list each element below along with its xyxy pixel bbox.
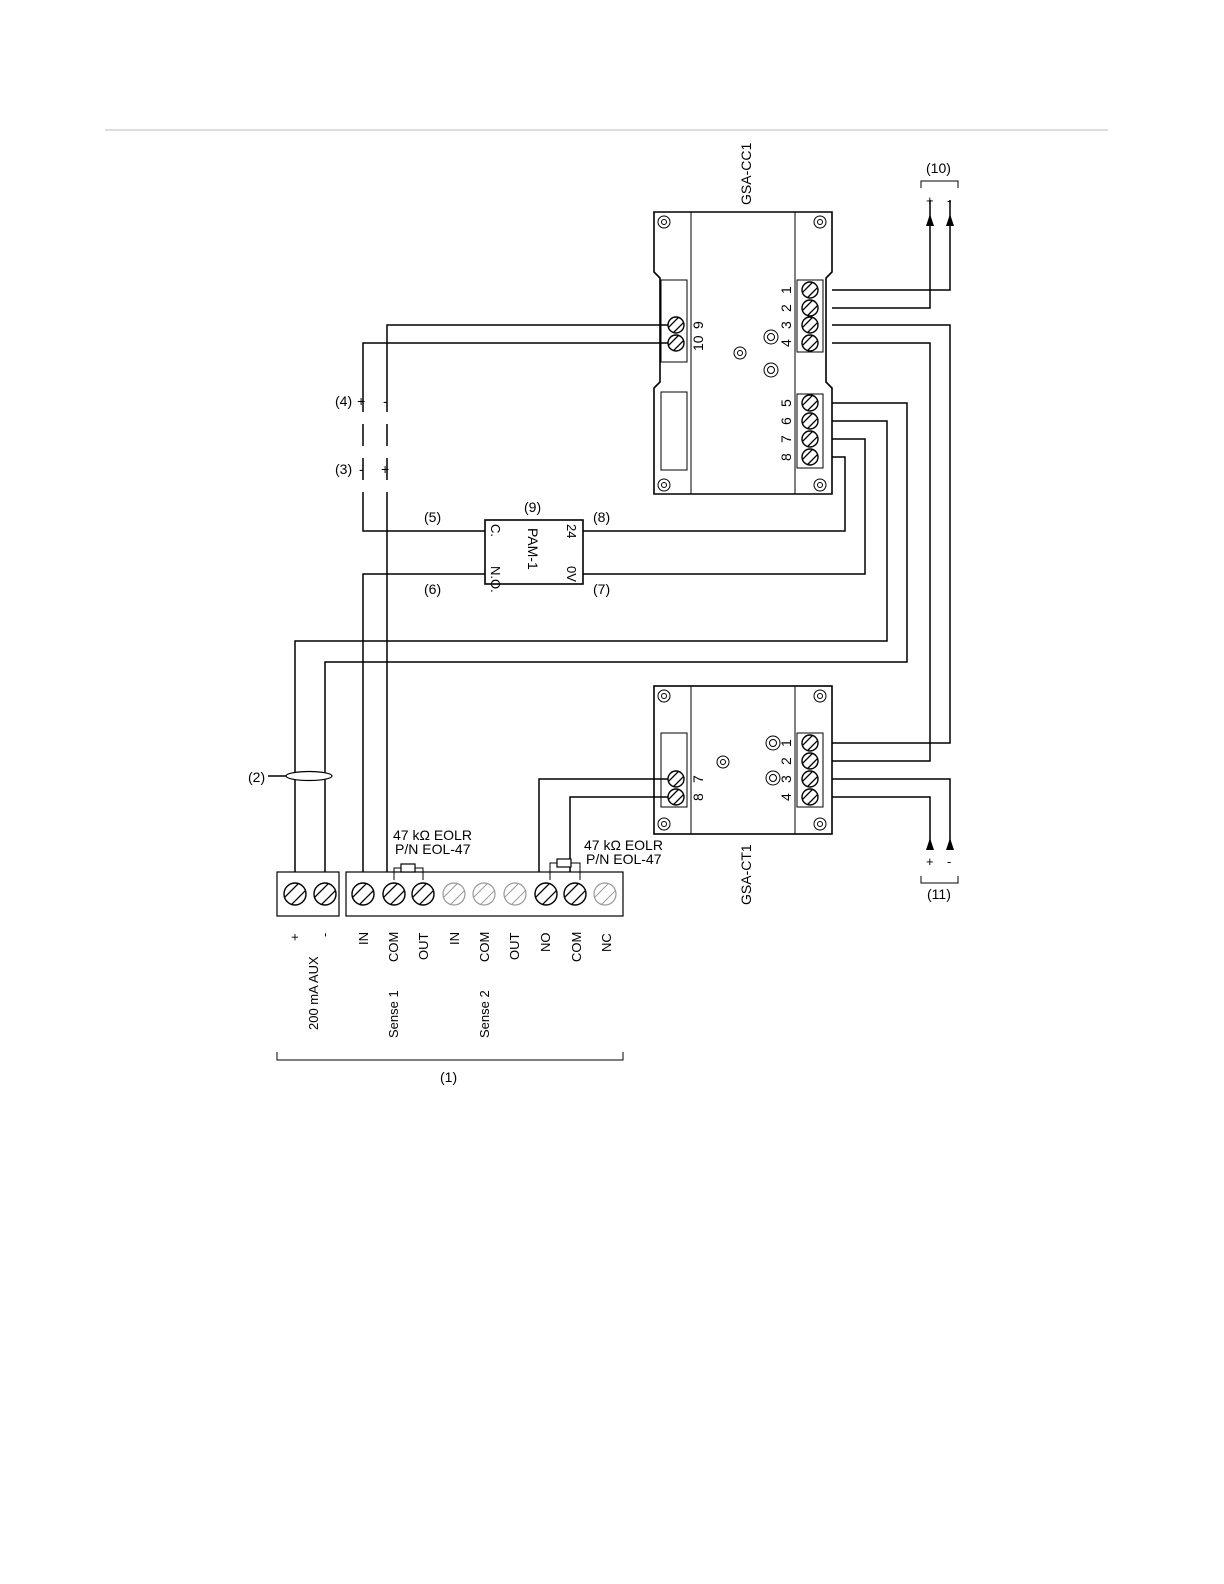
bracket-1 [277,1052,623,1060]
cc1-terminal-4: 4 [778,339,794,347]
cc1-terminal-6: 6 [778,417,794,425]
bracket-10 [921,181,958,188]
cc1-terminal-7: 7 [778,435,794,443]
callout-2: (2) [248,769,265,785]
relay-no-label: NO [538,933,553,953]
ct1-terminal-2: 2 [778,757,794,765]
pam-1-c-label: C. [488,524,503,537]
callout-8: (8) [593,509,610,525]
sense1-out-label: OUT [416,933,431,961]
eolr-2-line2: P/N EOL-47 [586,851,662,867]
gsa-ct1-label: GSA-CT1 [738,844,754,905]
sense2-out-label: OUT [507,933,522,961]
cc1-terminal-10: 10 [690,335,706,351]
callout-10: (10) [926,160,951,176]
minus-4: - [383,393,388,409]
gsa-cc1-label: GSA-CC1 [738,143,754,205]
callout-3: (3) [335,461,352,477]
wires [295,200,950,880]
sense2-label: Sense 2 [477,990,492,1038]
cc1-terminal-3: 3 [778,321,794,329]
plus-10: + [926,193,934,208]
relay-com-label: COM [569,932,584,962]
callout-1: (1) [440,1069,457,1085]
ct1-terminal-1: 1 [778,739,794,747]
relay-nc-label: NC [599,933,614,952]
aux-minus-label: - [317,933,332,937]
callout-7: (7) [593,581,610,597]
sense1-label: Sense 1 [386,990,401,1038]
eolr-1-line2: P/N EOL-47 [395,841,471,857]
aux-plus-label: + [287,933,302,941]
sense1-com-label: COM [386,932,401,962]
cc1-terminal-9: 9 [690,321,706,329]
plus-4: + [357,393,365,409]
ct1-terminal-3: 3 [778,775,794,783]
callout-11: (11) [927,886,951,902]
minus-3: - [359,461,364,477]
ct1-terminal-7: 7 [690,775,706,783]
cc1-terminal-1: 1 [778,286,794,294]
callout-4: (4) [335,393,352,409]
pam-1-0v-label: 0V [564,566,579,582]
wire-breaks [356,412,394,492]
callout-6: (6) [424,581,441,597]
cc1-terminal-8: 8 [778,453,794,461]
ct1-terminal-4: 4 [778,793,794,801]
minus-10: - [947,193,951,208]
aux-label: 200 mA AUX [306,956,321,1030]
pam-1-name: PAM-1 [525,528,541,570]
sense2-com-label: COM [477,932,492,962]
plus-3: + [381,461,389,477]
minus-11: - [947,854,951,869]
plus-11: + [926,854,934,869]
callout-5: (5) [424,509,441,525]
callout-9: (9) [524,499,541,515]
sense2-in-label: IN [447,932,462,945]
bracket-11 [921,876,958,883]
sense1-in-label: IN [356,932,371,945]
ct1-terminal-8: 8 [690,793,706,801]
cc1-terminal-2: 2 [778,304,794,312]
cc1-terminal-5: 5 [778,399,794,407]
pam-1-no-label: N.O. [488,566,503,593]
pam-1-24-label: 24 [564,524,579,538]
twisted-pair-marker [286,772,332,781]
